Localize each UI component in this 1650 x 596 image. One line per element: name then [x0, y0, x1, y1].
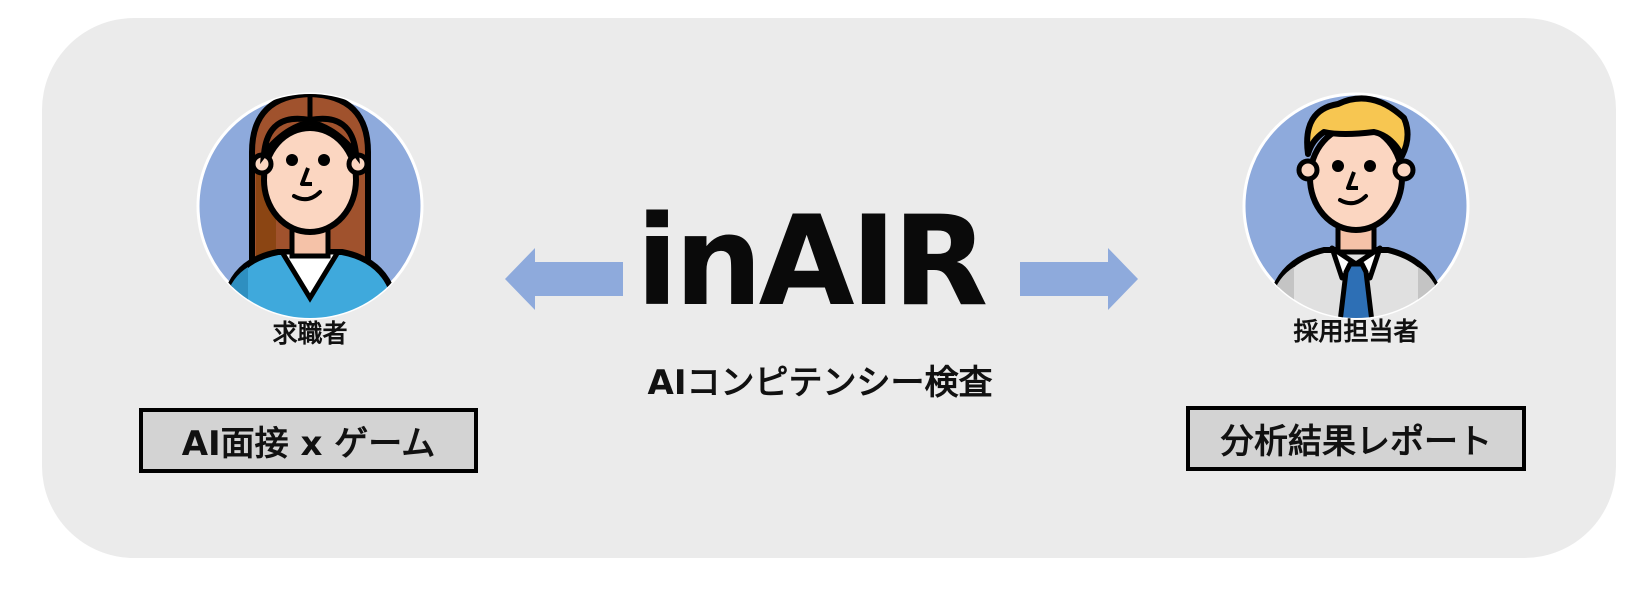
job-seeker-label: 求職者: [272, 319, 348, 348]
left-arrow-icon: [505, 248, 623, 310]
ai-competency-test-subtitle: AIコンピテンシー検査: [647, 363, 993, 403]
businessman-avatar-icon: [1242, 92, 1470, 320]
analysis-report-label: 分析結果レポート: [1220, 422, 1492, 462]
woman-avatar-icon: [196, 92, 424, 320]
right-arrow-icon: [1020, 248, 1138, 310]
inair-logo: inAIR: [635, 190, 988, 334]
ai-interview-game-label: AI面接 x ゲーム: [181, 424, 436, 464]
ai-interview-game-box: AI面接 x ゲーム: [139, 408, 478, 473]
recruiter-label: 採用担当者: [1293, 317, 1419, 346]
analysis-report-box: 分析結果レポート: [1186, 406, 1526, 471]
